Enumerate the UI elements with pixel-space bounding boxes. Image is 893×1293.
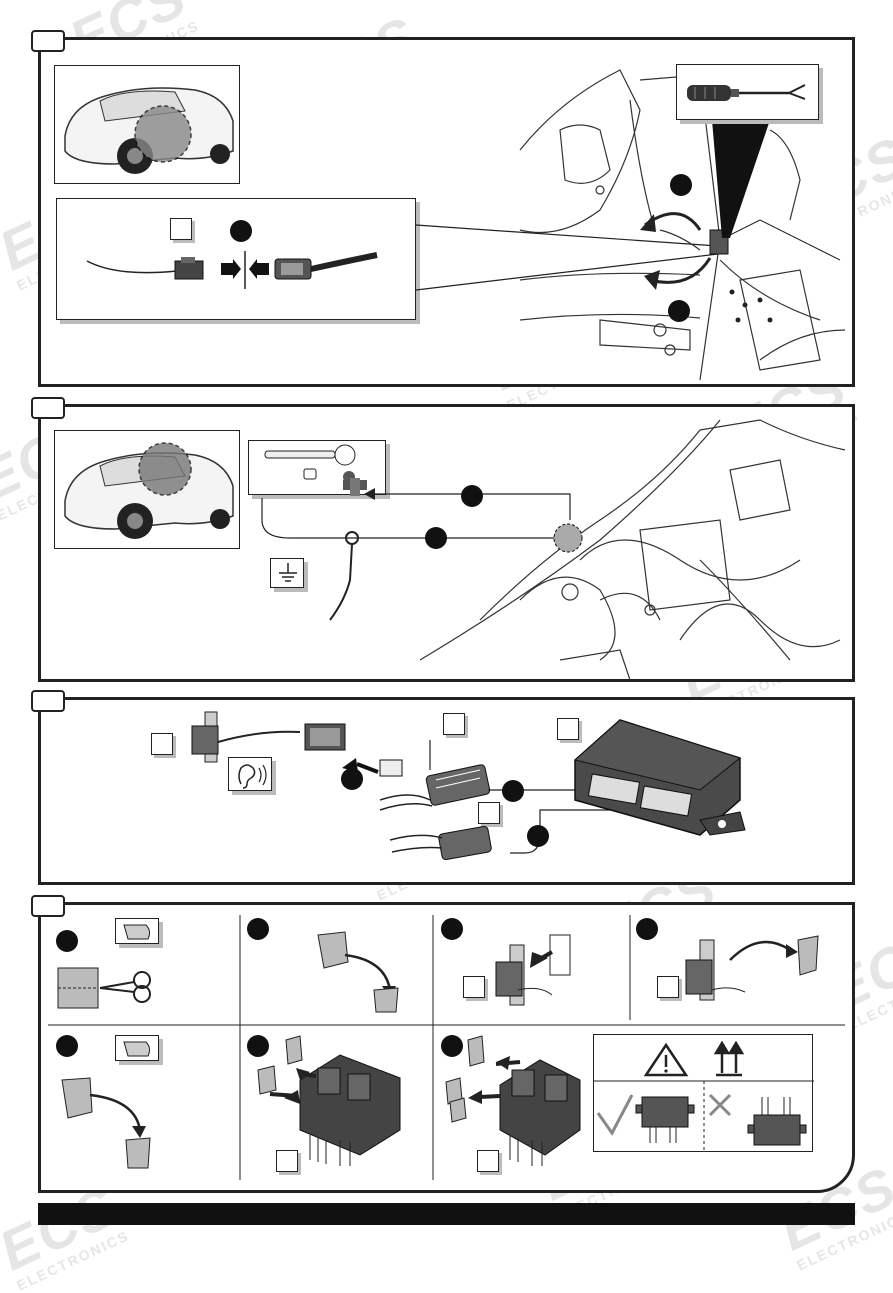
step-marker-dot [341,768,363,790]
step-marker-dot [636,918,658,940]
step-1-zoom-lines [415,224,719,291]
step-marker-dot [668,300,690,322]
connector-detail-box [56,198,416,320]
screwdriver-tool-box [676,64,819,120]
part-label-square [477,1150,499,1172]
part-label-square [557,718,579,740]
step-marker-dot [230,220,252,242]
step-2-tab [31,397,65,419]
step-3-wiring-illustration [191,711,746,861]
orientation-warning-illustration [594,1040,814,1153]
ground-symbol-icon [279,563,297,582]
part-label-square [443,713,465,735]
part-label-square [276,1150,298,1172]
listen-click-box [228,757,272,791]
adhesive-pad-box [115,918,159,944]
orientation-warning-box [593,1034,814,1153]
car-side-locator-image [54,430,240,549]
adhesive-pad-icon [123,1041,151,1057]
stick-relay-illustration [495,934,571,1006]
ground-bolt-icon [343,478,367,496]
part-label-square [170,218,192,240]
correct-checkmark-icon [596,1094,634,1136]
listen-click-icon [238,764,267,789]
part-label-square [463,976,485,998]
connector-detail-illustration [86,251,378,289]
adhesive-pad-box [115,1035,159,1061]
step-marker-dot [425,527,447,549]
step-2-ground-wire [261,419,846,681]
cut-pad-illustration [57,967,151,1009]
part-label-square [478,802,500,824]
step-marker-dot [461,485,483,507]
peel-backing-illustration [317,931,399,1013]
step-1-vehicle-interior-sketch [519,69,846,381]
attach-pads-module-illustration [257,1035,401,1166]
warning-triangle-icon [643,1042,689,1077]
step-marker-dot [247,918,269,940]
tools-bolt-box [248,440,386,495]
part-label-square [657,976,679,998]
this-way-up-icon [713,1040,745,1077]
step-4-dividers [48,915,845,1180]
step-marker-dot [527,825,549,847]
screwdriver-icon [687,84,806,101]
step-3-tab [31,690,65,712]
car-rear-locator-image [54,65,240,184]
step-marker-dot [56,1035,78,1057]
socket-wrench-icon [264,444,356,483]
incorrect-cross-icon [708,1093,732,1117]
footer-bar [38,1203,855,1225]
car-illustration [64,87,234,174]
ground-symbol-box [270,558,304,588]
step-marker-dot [247,1035,269,1057]
remove-backing-illustration [685,935,819,1001]
remove-pad-liner-illustration [445,1035,581,1166]
step-marker-dot [441,1035,463,1057]
peel-backing-illustration [61,1077,151,1169]
part-label-square [151,733,173,755]
step-1-tab [31,30,65,52]
step-marker-dot [670,174,692,196]
car-illustration [64,442,234,539]
adhesive-pad-icon [123,924,151,940]
step-marker-dot [441,918,463,940]
step-marker-dot [502,780,524,802]
step-4-tab [31,895,65,917]
step-marker-dot [56,930,78,952]
